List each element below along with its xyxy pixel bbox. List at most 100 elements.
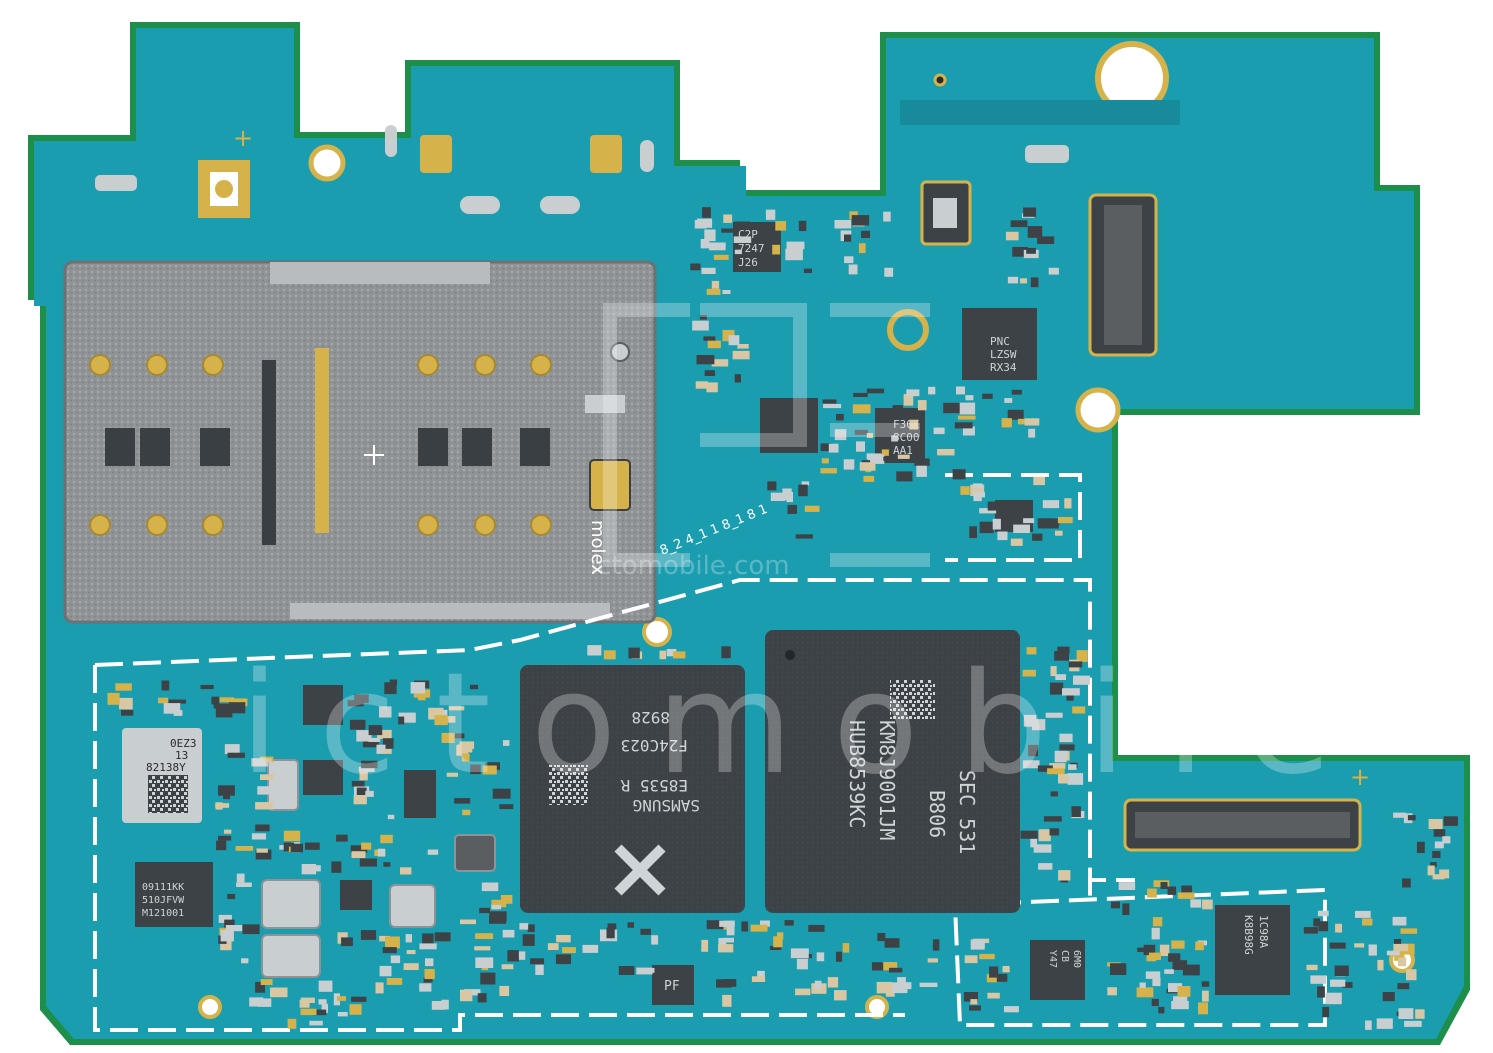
passive-component [1202, 899, 1213, 910]
passive-component [384, 682, 397, 695]
passive-component [1071, 806, 1081, 817]
passive-component [1057, 646, 1070, 654]
passive-component [356, 787, 367, 799]
processor-mark-line: 8928 [631, 708, 670, 727]
passive-component [1428, 819, 1443, 829]
passive-component [1054, 651, 1069, 661]
passive-component [301, 864, 317, 875]
ic-mark: Y47 [1047, 950, 1058, 968]
polarity-plus-mark: + [1350, 763, 1370, 791]
passive-component [1160, 882, 1168, 889]
passive-component [229, 702, 246, 714]
passive-component [519, 923, 529, 930]
memory-chip: SEC 531 B806 KM8J9001JM HUB8539KC [765, 630, 1020, 913]
passive-component [479, 907, 490, 914]
passive-component [1055, 530, 1063, 536]
passive-component [387, 814, 395, 820]
passive-component [1386, 950, 1400, 956]
passive-component [917, 400, 927, 411]
passive-component [260, 774, 274, 780]
passive-component [883, 456, 893, 461]
board-connector-bottom [1123, 798, 1362, 852]
ic-mark: 1C98A [1257, 915, 1270, 948]
passive-component [891, 435, 898, 442]
passive-component [718, 944, 734, 953]
passive-component [119, 697, 133, 710]
passive-component [218, 835, 232, 841]
passive-component [1045, 712, 1063, 718]
passive-component [1158, 1006, 1165, 1014]
passive-component [255, 981, 265, 993]
passive-component [928, 386, 936, 395]
passive-component [827, 977, 839, 988]
passive-component [1442, 836, 1451, 844]
passive-component [982, 393, 993, 399]
passive-component [1334, 965, 1349, 976]
passive-component [1152, 917, 1163, 927]
passive-component [507, 950, 519, 962]
passive-component [215, 802, 223, 810]
memory-mark-line: SEC 531 [955, 770, 979, 854]
passive-component [503, 740, 510, 746]
passive-component [356, 730, 372, 742]
passive-component [398, 716, 405, 725]
passive-component [227, 752, 245, 758]
passive-component [881, 449, 889, 456]
passive-component [1443, 816, 1458, 826]
passive-component [962, 426, 975, 436]
ic-k8b: K8B98G 1C98A [1215, 905, 1290, 995]
passive-component [734, 249, 742, 255]
passive-component [1362, 918, 1373, 926]
passive-component [224, 829, 232, 834]
passive-components [107, 207, 1458, 1030]
passive-component [884, 938, 900, 948]
passive-component [441, 732, 455, 743]
passive-component [603, 650, 616, 660]
passive-component [822, 399, 837, 404]
passive-component [1026, 647, 1037, 655]
passive-component [891, 982, 908, 994]
passive-component [360, 930, 377, 940]
passive-component [696, 355, 715, 365]
ic-mark: 7247 [738, 242, 765, 255]
passive-component [1028, 744, 1038, 757]
passive-component [491, 899, 507, 908]
passive-component [398, 712, 416, 723]
passive-component [475, 957, 494, 968]
passive-component [361, 842, 372, 850]
passive-component [1393, 812, 1406, 818]
passive-component [1168, 953, 1181, 962]
antenna-contacts [95, 125, 1069, 218]
passive-component [410, 682, 426, 694]
passive-component [382, 947, 397, 954]
passive-component [1048, 267, 1059, 275]
passive-component [871, 962, 884, 971]
passive-component [1004, 398, 1013, 403]
passive-component [422, 933, 434, 944]
passive-component [1195, 941, 1204, 951]
passive-component [1058, 773, 1069, 784]
passive-component [1432, 874, 1445, 880]
passive-component [770, 492, 785, 501]
passive-component [701, 267, 716, 274]
passive-component [480, 972, 496, 985]
passive-component [163, 703, 181, 714]
passive-component [446, 772, 458, 777]
passive-component [500, 895, 513, 904]
passive-component [1202, 990, 1209, 1002]
passive-component [224, 744, 240, 754]
passive-component [283, 830, 301, 842]
passive-component [1172, 960, 1188, 970]
passive-component [640, 928, 651, 935]
ic-mark: PNC [990, 335, 1010, 348]
passive-component [750, 924, 768, 932]
passive-component [709, 242, 726, 251]
passive-component [265, 758, 272, 763]
passive-component [470, 764, 481, 775]
passive-component [1355, 910, 1371, 918]
passive-component [777, 932, 784, 940]
passive-component [884, 267, 894, 277]
passive-component [863, 475, 875, 482]
passive-component [582, 944, 599, 953]
passive-component [734, 374, 741, 383]
